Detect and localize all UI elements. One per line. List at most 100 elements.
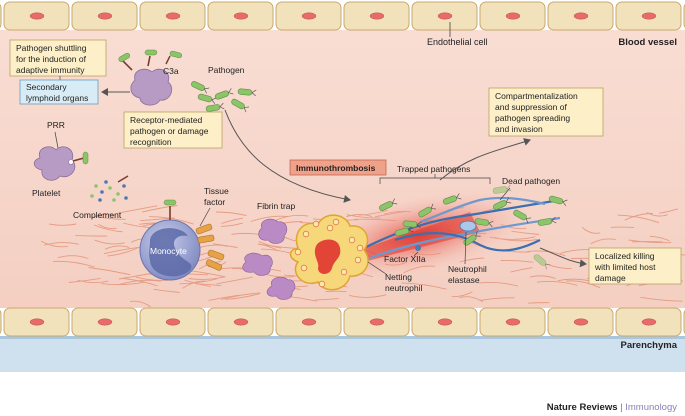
pathogen-cluster <box>191 81 257 113</box>
fibrin-trap-label: Fibrin trap <box>257 201 296 211</box>
fibrin-strand <box>451 291 473 298</box>
fibrin-strand <box>500 260 534 263</box>
svg-text:elastase: elastase <box>448 275 480 285</box>
complement-molecule <box>90 194 94 198</box>
prr-label: PRR <box>47 120 65 130</box>
neutrophil-granule <box>326 224 334 232</box>
endothelium-bottom <box>0 307 685 337</box>
fibrin-strand <box>225 293 261 300</box>
fibrin-strand <box>130 300 151 308</box>
trapped-pathogen <box>402 220 422 229</box>
complement-molecule <box>116 192 120 196</box>
endothelial-nucleus <box>573 12 589 20</box>
factor-xiia-molecule <box>415 245 421 251</box>
complement-molecule <box>108 186 112 190</box>
fibrin-strand <box>75 235 108 237</box>
endothelial-nucleus <box>233 12 249 20</box>
fibrin-strand <box>529 275 556 279</box>
endothelial-nucleus <box>369 12 385 20</box>
pathogen-flagella <box>219 102 225 110</box>
fibrin-strand <box>188 276 225 280</box>
pathogen-body <box>402 220 418 228</box>
trapped-pathogen <box>463 231 481 246</box>
trapped-pathogen <box>513 209 532 224</box>
compartmentalization-line-4: and invasion <box>495 124 543 134</box>
fibrin-strand <box>117 205 158 214</box>
localized-killing-box: Localized killing with limited host dama… <box>588 247 682 285</box>
fibrin-strand <box>123 278 158 287</box>
localized-killing-line-3: damage <box>595 273 626 283</box>
complement-molecule <box>104 180 108 184</box>
platelet-tlr <box>72 157 85 162</box>
svg-text:adaptive immunity: adaptive immunity <box>16 65 85 75</box>
pathogen-flagella <box>204 87 210 94</box>
fibrin-strand <box>179 278 217 285</box>
pathogen <box>205 102 225 112</box>
endothelial-nucleus <box>641 318 657 326</box>
svg-text:Tissue: Tissue <box>204 186 229 196</box>
svg-text:Pathogen shuttling: Pathogen shuttling <box>16 43 87 53</box>
fibrin-strand <box>94 239 125 245</box>
complement-molecule <box>112 198 116 202</box>
neutrophil-elastase-molecule <box>459 220 477 232</box>
pathogen-shuttling-line-3: adaptive immunity <box>16 65 85 75</box>
dead-pathogen-pointer <box>499 187 511 201</box>
pathogen-flagella <box>545 264 551 270</box>
factor-xiia-pointer <box>413 251 419 257</box>
trapped-pathogen <box>418 203 437 218</box>
trapped-pathogen <box>537 216 557 226</box>
endothelial-nucleus <box>369 318 385 326</box>
fibrin-strand <box>220 222 244 227</box>
neutrophil-elastase-line-2: elastase <box>448 275 480 285</box>
pathogen-bound-1 <box>118 52 131 62</box>
pathogen-flagella <box>228 88 234 95</box>
fibrin-strand <box>559 249 591 254</box>
platelet-pathogen <box>82 151 89 165</box>
pathogen-body <box>418 206 432 218</box>
fibrin-strand <box>88 267 131 276</box>
pathogen-body <box>394 227 410 237</box>
endothelial-nucleus <box>29 12 45 20</box>
fibrin-strand <box>153 288 180 293</box>
fibrin-strand <box>479 281 519 287</box>
pathogen-body <box>533 254 547 266</box>
fibrin-strand <box>215 211 247 217</box>
neutrophil-granule <box>354 256 362 264</box>
journal-section: Immunology <box>625 402 677 413</box>
fibrin-strand <box>628 239 672 244</box>
pathogen-flagella <box>243 106 250 113</box>
trapped-pathogen <box>474 218 494 228</box>
parenchyma-region <box>0 336 685 372</box>
complement-molecule <box>124 196 128 200</box>
pathogen <box>237 88 257 97</box>
fibrin-strand <box>101 281 146 286</box>
netting-neutrophil-line-2: neutrophil <box>385 283 422 293</box>
pathogen-body <box>379 201 393 211</box>
fibrin-strand <box>401 282 447 290</box>
fibrin-strand <box>510 267 533 273</box>
pathogen-flagella <box>416 221 422 229</box>
endothelial-nucleus <box>573 318 589 326</box>
tissue-factor-line-2: factor <box>204 197 225 207</box>
netting-neutrophil-cell <box>289 214 369 291</box>
c3a-label: C3a <box>163 66 179 76</box>
fibrin-strand <box>91 213 115 219</box>
pathogen-flagella <box>551 216 557 224</box>
parenchyma-edge <box>0 336 685 339</box>
fibrin-strand <box>107 247 138 257</box>
monocyte-label: Monocyte <box>150 246 187 256</box>
pathogen <box>231 98 250 113</box>
svg-text:factor: factor <box>204 197 225 207</box>
pathogen-body <box>237 88 253 96</box>
fibrin-strand <box>581 227 601 234</box>
secondary-lymphoid-line-2: lymphoid organs <box>26 93 88 103</box>
parenchyma-label: Parenchyma <box>620 340 677 351</box>
fibrin-strand <box>141 205 178 213</box>
neutrophil-granule <box>302 230 310 238</box>
endothelial-nucleus <box>233 318 249 326</box>
fibrin-strand <box>221 217 243 224</box>
fibrin-strand <box>98 223 117 230</box>
monocyte-receptor <box>163 199 177 220</box>
fibrin-strand <box>528 302 550 304</box>
